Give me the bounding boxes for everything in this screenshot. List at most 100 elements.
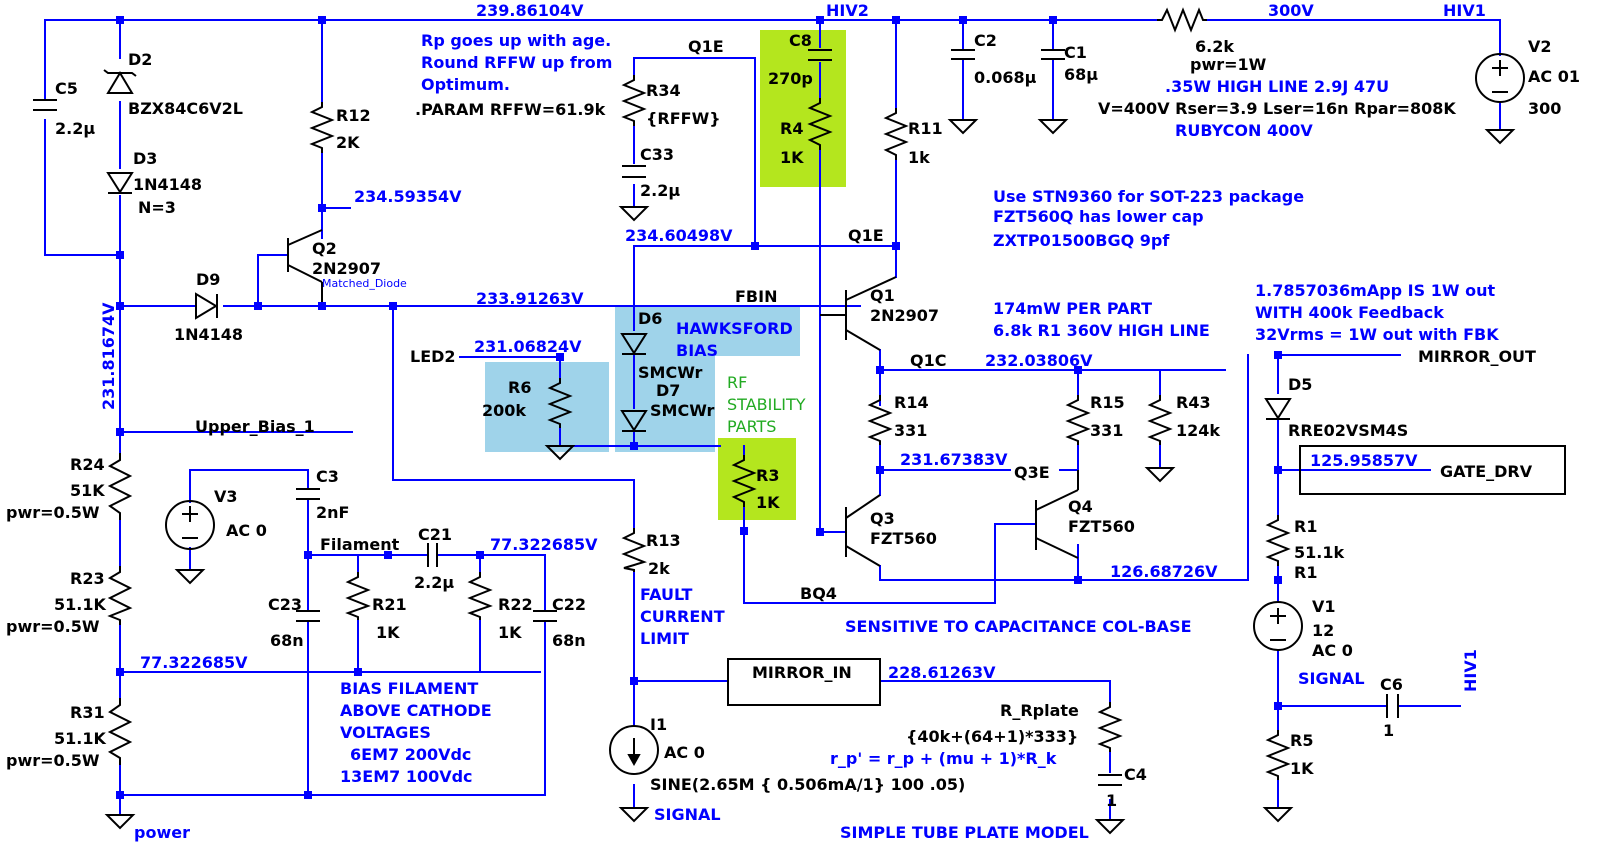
svg-text:ZXTP01500BGQ 9pf: ZXTP01500BGQ 9pf <box>993 231 1170 250</box>
net-label-hiv1-vertical: HIV1 <box>1461 649 1480 692</box>
label-c22: C22 <box>552 595 586 614</box>
note-rp-age: Rp goes up with age. Round RFFW up from … <box>421 31 612 94</box>
capacitor-c22 <box>533 610 557 622</box>
resistor-r31 <box>107 698 133 765</box>
svg-text:Round RFFW up from: Round RFFW up from <box>421 53 612 72</box>
ground-icon <box>544 445 576 461</box>
capacitor-c4 <box>1098 774 1122 786</box>
note-mapp: 1.7857036mApp IS 1W out WITH 400k Feedba… <box>1255 281 1499 344</box>
label-bq4-net: BQ4 <box>800 584 837 603</box>
voltage-source-v2 <box>1475 53 1525 103</box>
label-r14: R14 <box>894 393 929 412</box>
label-v1-ac: AC 0 <box>1312 641 1353 660</box>
label-q4: Q4 <box>1068 497 1093 516</box>
note-rp-formula: r_p' = r_p + (mu + 1)*R_k <box>830 749 1057 768</box>
node-voltage-q1e-line: 234.60498V <box>625 226 733 245</box>
resistor-r14 <box>867 395 893 445</box>
label-v3-value: AC 0 <box>226 521 267 540</box>
note-signal-v1: SIGNAL <box>1298 669 1365 688</box>
resistor-r11 <box>883 108 909 160</box>
note-stn9360: Use STN9360 for SOT-223 package FZT560Q … <box>993 187 1304 250</box>
label-c3: C3 <box>316 467 339 486</box>
svg-text:RF: RF <box>727 373 747 392</box>
label-v3: V3 <box>214 487 238 506</box>
ground-icon <box>1144 467 1176 483</box>
label-r34: R34 <box>646 81 681 100</box>
diode-d6 <box>620 333 648 355</box>
label-r1: R1 <box>1294 517 1317 536</box>
label-q1e-top: Q1E <box>688 37 724 56</box>
label-r6: R6 <box>508 378 531 397</box>
label-q3-value: FZT560 <box>870 529 937 548</box>
resistor-r12 <box>309 102 335 153</box>
node-voltage-out: 126.68726V <box>1110 562 1218 581</box>
node-voltage-300v: 300V <box>1268 1 1314 20</box>
components <box>33 7 1566 786</box>
label-mirror-in-net: MIRROR_IN <box>752 663 852 682</box>
label-d7: D7 <box>656 381 680 400</box>
label-c2-value: 0.068µ <box>974 68 1037 87</box>
resistor-r43 <box>1147 395 1173 445</box>
label-c2: C2 <box>974 31 997 50</box>
label-c22-value: 68n <box>552 631 586 650</box>
node-voltage-filament: 77.322685V <box>490 535 598 554</box>
svg-text:.35W HIGH LINE 2.9J 47U: .35W HIGH LINE 2.9J 47U <box>1165 77 1389 96</box>
label-c8-value: 270p <box>768 69 813 88</box>
capacitor-c21 <box>427 543 438 567</box>
label-r23-value: 51.1K <box>54 595 106 614</box>
voltage-source-v3 <box>165 500 215 550</box>
resistor-r15 <box>1065 395 1091 445</box>
svg-text:FZT560Q has lower cap: FZT560Q has lower cap <box>993 207 1204 226</box>
resistor-r-rplate <box>1097 702 1123 752</box>
label-q1-value: 2N2907 <box>870 306 939 325</box>
label-c21-value: 2.2µ <box>414 573 454 592</box>
node-voltage-led2: 231.06824V <box>474 337 582 356</box>
label-d6-value: SMCWr <box>638 363 703 382</box>
capacitor-c23 <box>296 610 320 622</box>
label-led2-net: LED2 <box>410 347 456 366</box>
capacitor-c1 <box>1041 49 1065 60</box>
label-r3: R3 <box>756 466 779 485</box>
ground-icon <box>174 569 206 585</box>
label-i1-value: AC 0 <box>664 743 705 762</box>
transistor-q1 <box>820 276 897 351</box>
label-r1-net: R1 <box>1294 563 1317 582</box>
current-source-i1 <box>609 725 659 775</box>
label-r11: R11 <box>908 119 943 138</box>
label-power-net: power <box>134 823 190 842</box>
note-rubycon: .35W HIGH LINE 2.9J 47U V=400V Rser=3.9 … <box>1098 77 1456 140</box>
capacitor-c6 <box>1386 694 1399 718</box>
label-q1c-net: Q1C <box>910 351 946 370</box>
resistor-r5 <box>1265 730 1291 780</box>
label-i1-sine: SINE(2.65M { 0.506mA/1} 100 .05) <box>650 775 965 794</box>
highlight-c8-r4 <box>760 30 846 187</box>
svg-text:6EM7 200Vdc: 6EM7 200Vdc <box>350 745 471 764</box>
label-d3: D3 <box>133 149 157 168</box>
resistor-r13 <box>621 528 648 572</box>
label-r24-value: 51K <box>70 481 105 500</box>
svg-text:RUBYCON 400V: RUBYCON 400V <box>1175 121 1313 140</box>
label-q1e-net: Q1E <box>848 226 884 245</box>
ground-icon <box>1484 129 1516 145</box>
label-c5: C5 <box>55 79 78 98</box>
svg-text:V=400V Rser=3.9 Lser=16n Rpar=: V=400V Rser=3.9 Lser=16n Rpar=808K <box>1098 99 1456 118</box>
node-voltage-left: 231.81674V <box>99 302 118 410</box>
label-r15: R15 <box>1090 393 1125 412</box>
label-v2-value: AC 01 <box>1528 67 1580 86</box>
transistor-q3 <box>845 494 881 567</box>
label-fbin-net: FBIN <box>735 287 777 306</box>
svg-text:174mW PER PART: 174mW PER PART <box>993 299 1152 318</box>
note-sensitive: SENSITIVE TO CAPACITANCE COL-BASE <box>845 617 1192 636</box>
label-d7-value: SMCWr <box>650 401 715 420</box>
label-r31: R31 <box>70 703 105 722</box>
label-q1: Q1 <box>870 286 895 305</box>
label-r31-pwr: pwr=0.5W <box>6 751 100 770</box>
transistor-q4 <box>1035 470 1079 559</box>
highlight-d7 <box>615 356 715 452</box>
label-r15-value: 331 <box>1090 421 1123 440</box>
resistor-r2 <box>1157 7 1207 33</box>
label-d2-value: BZX84C6V2L <box>128 99 243 118</box>
node-voltage-mirror-in: 228.61263V <box>888 663 996 682</box>
label-c6-value: 1 <box>1383 721 1394 740</box>
